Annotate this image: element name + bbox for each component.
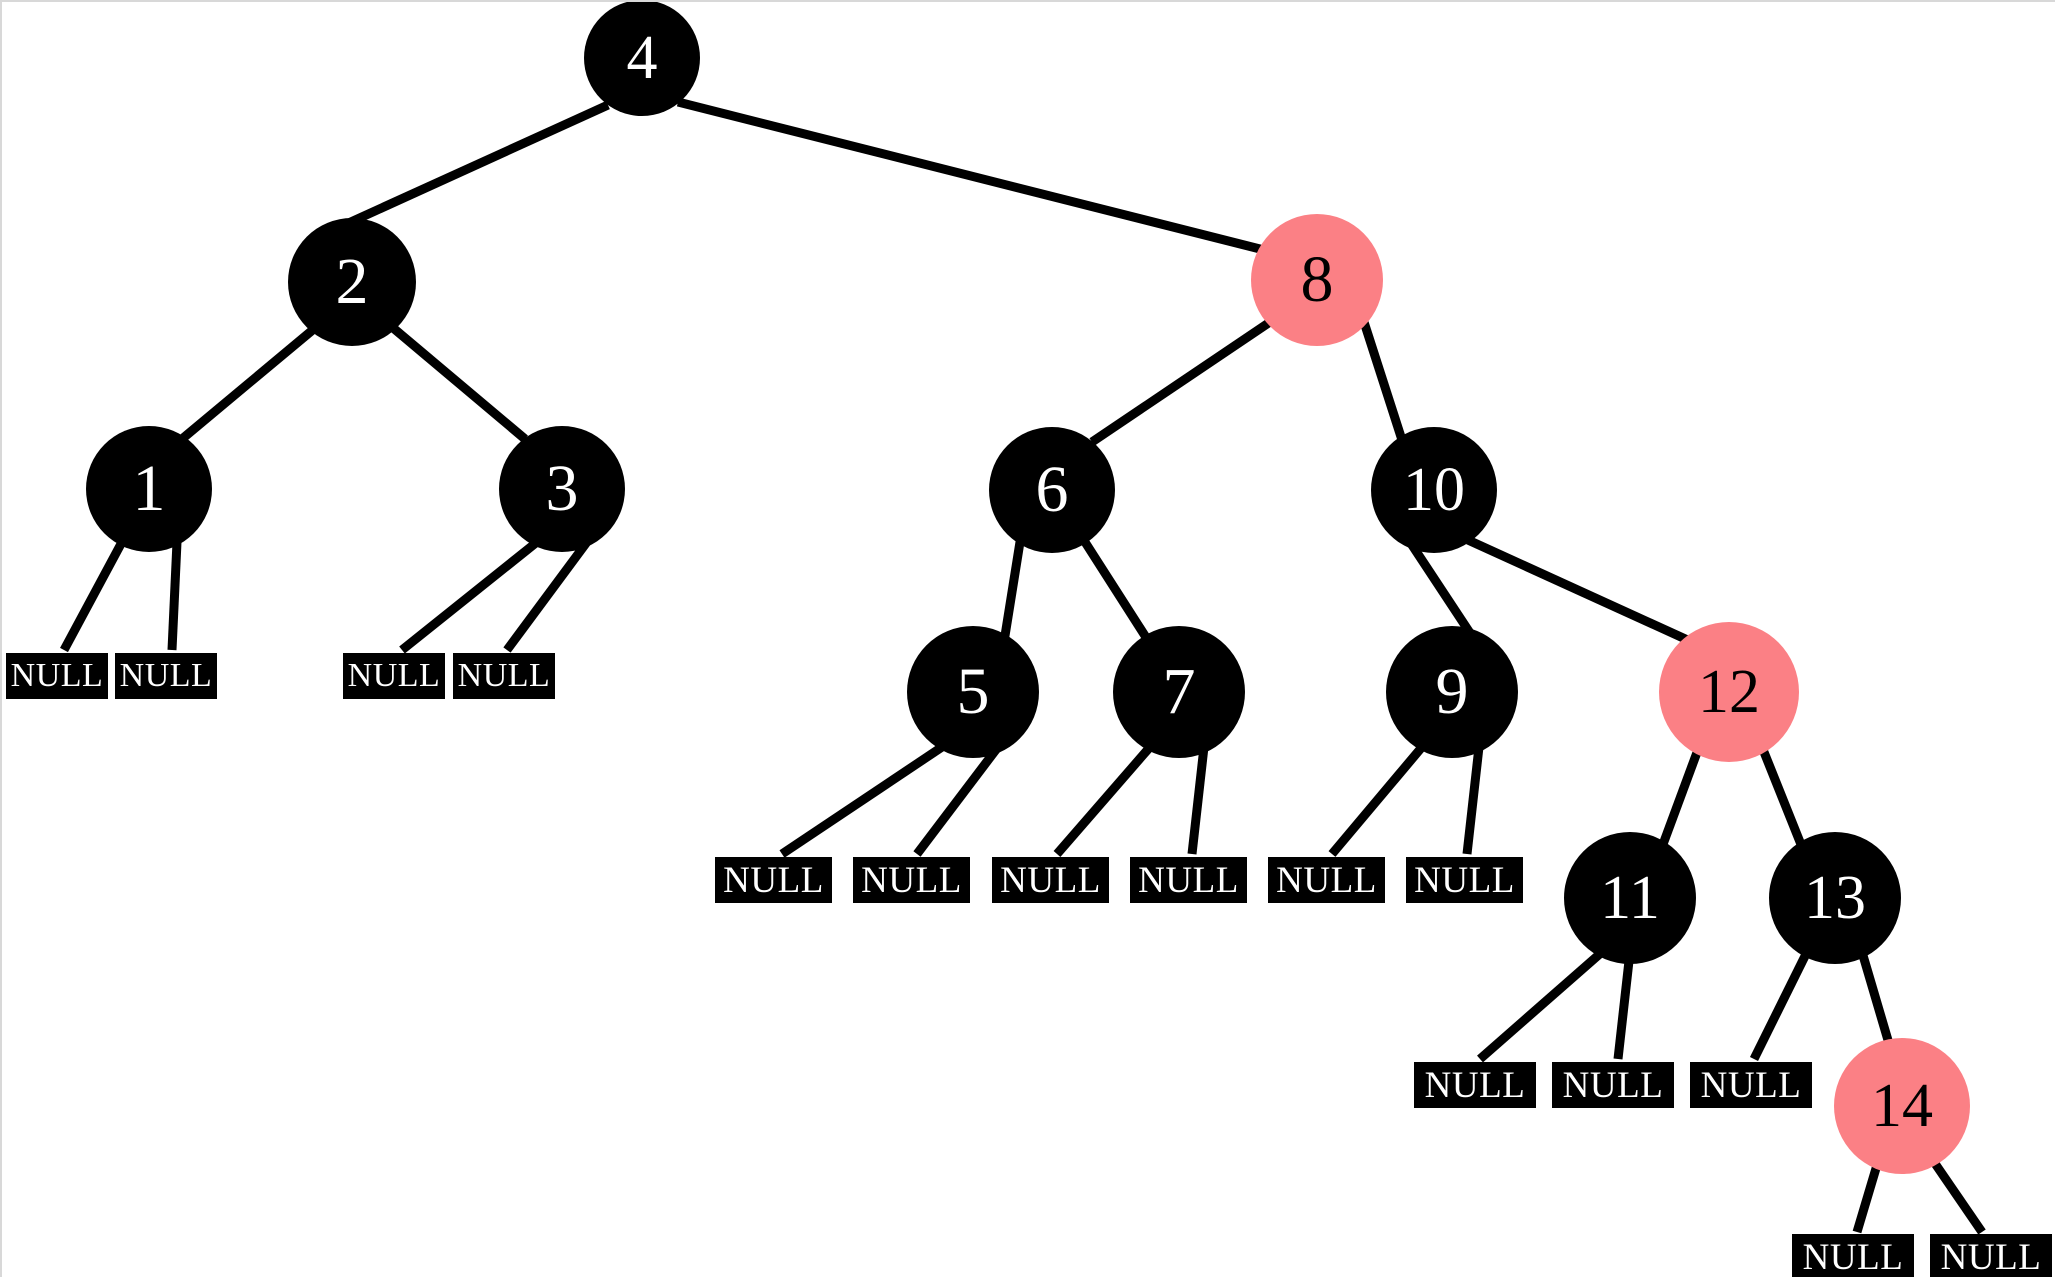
tree-node-3[interactable]: 3 <box>499 426 625 552</box>
tree-node-label: 9 <box>1435 655 1469 728</box>
tree-null-leaf: NULL <box>1552 1062 1674 1108</box>
tree-node-label: 8 <box>1300 243 1334 316</box>
tree-edge <box>167 541 182 651</box>
tree-edge <box>779 743 945 858</box>
tree-null-leaf: NULL <box>115 653 217 699</box>
tree-null-leaf: NULL <box>1130 857 1247 903</box>
tree-node-label: 3 <box>545 452 579 525</box>
tree-edge <box>1749 950 1812 1061</box>
tree-null-leaf: NULL <box>343 653 445 699</box>
tree-node-10[interactable]: 10 <box>1371 427 1497 553</box>
tree-null-leaf-label: NULL <box>1276 859 1377 901</box>
tree-node-5[interactable]: 5 <box>907 626 1039 758</box>
tree-edge <box>1852 1163 1882 1234</box>
tree-null-leaf: NULL <box>1930 1234 2052 1277</box>
tree-edge <box>179 324 318 443</box>
tree-node-label: 11 <box>1600 864 1660 932</box>
tree-edge <box>1359 320 1407 442</box>
tree-edge <box>676 97 1266 255</box>
tree-null-leaf: NULL <box>1268 857 1385 903</box>
tree-node-label: 7 <box>1162 655 1196 728</box>
tree-edge <box>1930 1159 1986 1235</box>
tree-null-leaf: NULL <box>1414 1062 1536 1108</box>
tree-null-leaf-label: NULL <box>1000 859 1101 901</box>
tree-edge <box>1187 746 1209 855</box>
tree-null-leaf: NULL <box>853 857 970 903</box>
tree-node-1[interactable]: 1 <box>86 426 212 552</box>
tree-edge <box>1081 539 1153 645</box>
tree-null-leaf: NULL <box>715 857 832 903</box>
tree-null-leaf-label: NULL <box>119 657 213 694</box>
tree-edge <box>1477 948 1605 1063</box>
tree-node-label: 14 <box>1871 1072 1933 1140</box>
tree-node-label: 10 <box>1403 456 1465 524</box>
tree-edge <box>1613 951 1635 1060</box>
tree-null-leaf-label: NULL <box>861 859 962 901</box>
tree-null-leaf: NULL <box>1690 1062 1812 1108</box>
tree-edge <box>1328 744 1426 857</box>
tree-null-leaf-label: NULL <box>1562 1064 1664 1106</box>
tree-null-leaf-label: NULL <box>723 859 824 901</box>
tree-null-leaf-label: NULL <box>1138 859 1239 901</box>
tree-edge <box>1857 950 1895 1049</box>
tree-node-2[interactable]: 2 <box>288 218 416 346</box>
tree-edge <box>503 539 591 653</box>
tree-node-9[interactable]: 9 <box>1386 626 1518 758</box>
tree-edge <box>60 539 126 653</box>
tree-node-13[interactable]: 13 <box>1769 832 1901 964</box>
tree-node-7[interactable]: 7 <box>1113 626 1245 758</box>
tree-node-8[interactable]: 8 <box>1251 214 1383 346</box>
tree-node-6[interactable]: 6 <box>989 427 1115 553</box>
tree-node-12[interactable]: 12 <box>1659 622 1799 762</box>
tree-node-label: 6 <box>1035 453 1069 526</box>
tree-null-leaf: NULL <box>992 857 1109 903</box>
tree-edge <box>1757 745 1807 849</box>
tree-node-label: 2 <box>335 245 369 318</box>
tree-edge <box>999 541 1025 643</box>
tree-null-leaf: NULL <box>1406 857 1523 903</box>
tree-node-11[interactable]: 11 <box>1564 832 1696 964</box>
tree-null-leaf: NULL <box>1792 1234 1914 1277</box>
tree-edge <box>1089 318 1273 446</box>
tree-node-label: 12 <box>1698 658 1760 726</box>
tree-edge <box>1462 746 1484 855</box>
tree-node-label: 13 <box>1804 864 1866 932</box>
tree-edge <box>389 323 528 443</box>
tree-edge <box>913 744 1002 857</box>
tree-null-leaf-label: NULL <box>1424 1064 1526 1106</box>
tree-edge <box>1657 745 1704 849</box>
tree-edge <box>1053 744 1154 857</box>
tree-node-label: 4 <box>626 24 658 92</box>
tree-null-leaf-label: NULL <box>1700 1064 1802 1106</box>
tree-edge <box>1466 535 1694 647</box>
tree-null-leaf-label: NULL <box>1940 1236 2042 1277</box>
tree-node-label: 1 <box>132 452 166 525</box>
tree-null-leaf: NULL <box>6 653 108 699</box>
tree-node-label: 5 <box>956 655 990 728</box>
tree-edge <box>399 538 540 654</box>
tree-edge <box>318 100 610 241</box>
tree-node-4[interactable]: 4 <box>584 2 700 116</box>
tree-null-leaf-label: NULL <box>1414 859 1515 901</box>
tree-null-leaf: NULL <box>453 653 555 699</box>
tree-null-leaf-label: NULL <box>347 657 441 694</box>
tree-null-leaf-label: NULL <box>1802 1236 1904 1277</box>
tree-null-leaf-label: NULL <box>457 657 551 694</box>
tree-null-leaf-label: NULL <box>10 657 104 694</box>
tree-node-14[interactable]: 14 <box>1834 1038 1970 1174</box>
